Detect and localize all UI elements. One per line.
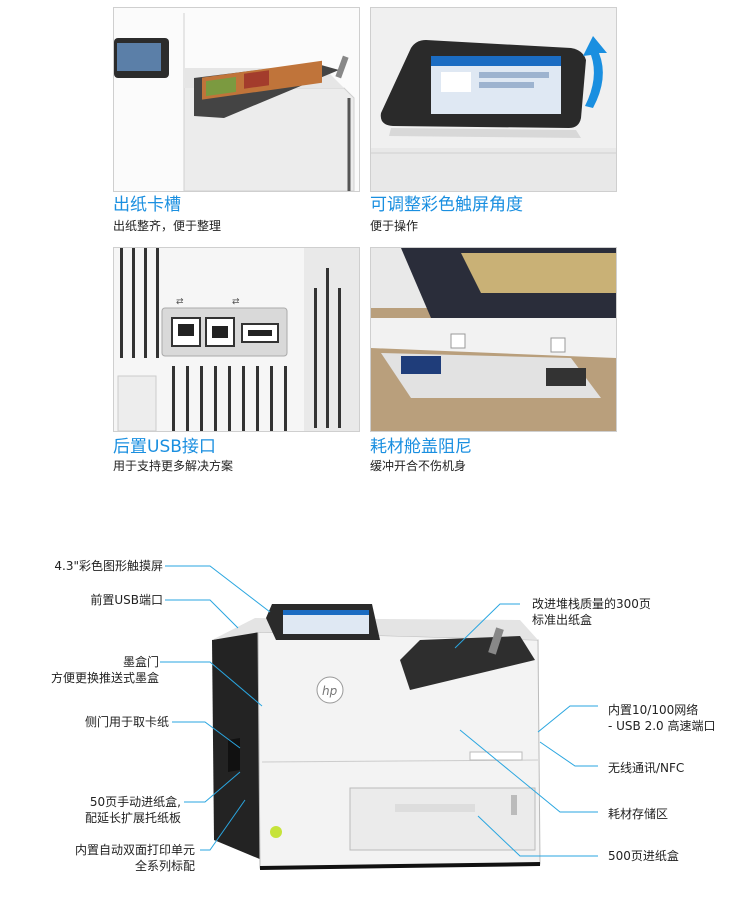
usb-icon bbox=[205, 317, 279, 347]
feature-subtitle: 缓冲开合不伤机身 bbox=[370, 459, 467, 473]
photo-output-tray bbox=[113, 7, 360, 192]
callout-text: 方便更换推送式墨盒 bbox=[50, 671, 159, 685]
callout-text: 内置10/100网络 bbox=[608, 703, 699, 717]
callout-text: 配延长扩展托纸板 bbox=[84, 811, 181, 825]
callout-manual-tray: 50页手动进纸盒, 配延长扩展托纸板 bbox=[85, 794, 181, 826]
callout-text: 耗材存储区 bbox=[608, 807, 669, 821]
callout-front-usb: 前置USB端口 bbox=[90, 592, 163, 608]
arrow-curve-icon bbox=[583, 36, 607, 108]
callout-network: 内置10/100网络 - USB 2.0 高速端口 bbox=[608, 702, 716, 734]
callout-text: 前置USB端口 bbox=[90, 593, 163, 607]
callout-output-tray: 改进堆栈质量的300页 标准出纸盒 bbox=[532, 596, 651, 628]
callout-text: - USB 2.0 高速端口 bbox=[608, 719, 716, 733]
svg-text:hp: hp bbox=[322, 684, 338, 698]
callout-cartridge-door: 墨盒门 方便更换推送式墨盒 bbox=[51, 654, 159, 686]
callout-text: 50页手动进纸盒, bbox=[89, 795, 181, 809]
output-tray-illustration bbox=[114, 8, 359, 191]
callout-text: 墨盒门 bbox=[122, 655, 159, 669]
photo-touchscreen bbox=[370, 7, 617, 192]
svg-text:⇄: ⇄ bbox=[176, 297, 184, 307]
svg-text:⇄: ⇄ bbox=[232, 297, 240, 307]
callout-text: 500页进纸盒 bbox=[608, 849, 679, 863]
feature-subtitle: 出纸整齐，便于整理 bbox=[113, 219, 222, 233]
feature-subtitle: 用于支持更多解决方案 bbox=[113, 459, 234, 473]
printer-illustration: hp bbox=[212, 604, 541, 870]
callout-side-door: 侧门用于取卡纸 bbox=[85, 714, 169, 730]
callout-text: 内置自动双面打印单元 bbox=[74, 843, 195, 857]
supply-door-illustration bbox=[371, 248, 616, 431]
touchscreen-illustration bbox=[371, 8, 616, 191]
feature-title: 可调整彩色触屏角度 bbox=[370, 195, 523, 215]
callout-text: 改进堆栈质量的300页 bbox=[532, 597, 651, 611]
photo-rear-usb: ⇄ ⇄ bbox=[113, 247, 360, 432]
callout-500-tray: 500页进纸盒 bbox=[608, 848, 679, 864]
callout-text: 全系列标配 bbox=[134, 859, 195, 873]
callout-text: 侧门用于取卡纸 bbox=[84, 715, 169, 729]
feature-subtitle: 便于操作 bbox=[370, 219, 419, 233]
callout-text: 无线通讯/NFC bbox=[608, 761, 685, 775]
callout-supply-storage: 耗材存储区 bbox=[608, 806, 668, 822]
hp-logo-icon bbox=[316, 676, 344, 704]
ethernet-port-icon bbox=[171, 317, 201, 347]
feature-title: 后置USB接口 bbox=[113, 437, 216, 457]
callout-duplex: 内置自动双面打印单元 全系列标配 bbox=[75, 842, 195, 874]
callout-touchscreen: 4.3"彩色图形触摸屏 bbox=[54, 558, 163, 574]
callout-wireless: 无线通讯/NFC bbox=[608, 760, 684, 776]
feature-title: 耗材舱盖阻尼 bbox=[370, 437, 472, 457]
rear-ports-illustration: ⇄ ⇄ bbox=[114, 248, 359, 431]
callout-text: 标准出纸盒 bbox=[532, 613, 593, 627]
callout-text: 4.3"彩色图形触摸屏 bbox=[54, 559, 163, 573]
photo-supply-door bbox=[370, 247, 617, 432]
feature-title: 出纸卡槽 bbox=[113, 195, 181, 215]
